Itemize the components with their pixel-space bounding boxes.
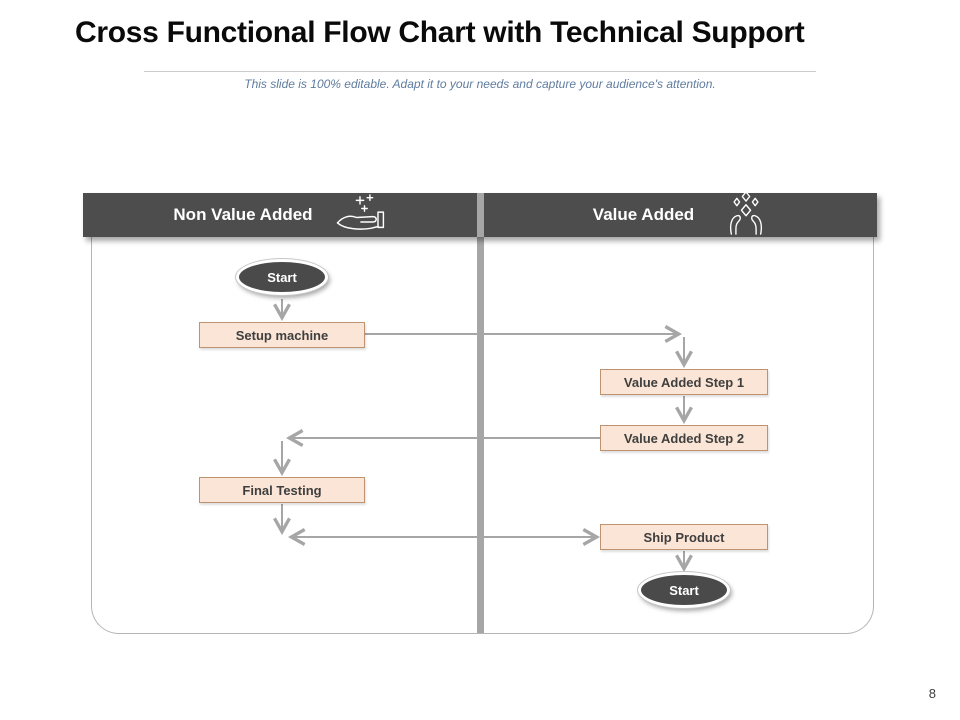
swimlane-divider (477, 237, 484, 633)
lane-non-value-added-label: Non Value Added (173, 205, 313, 224)
node-value-added-step-2: Value Added Step 2 (600, 425, 768, 451)
node-start-bottom: Start (638, 572, 730, 608)
title-divider (144, 71, 816, 72)
node-value-added-step-1: Value Added Step 1 (600, 369, 768, 395)
hand-sparkles-icon (333, 193, 387, 238)
node-final-testing: Final Testing (199, 477, 365, 503)
lane-non-value-added: Non Value Added (83, 193, 477, 237)
node-setup-machine: Setup machine (199, 322, 365, 348)
editable-note: This slide is 100% editable. Adapt it to… (244, 77, 716, 91)
page-title: Cross Functional Flow Chart with Technic… (75, 16, 805, 49)
lane-value-added-label: Value Added (592, 205, 695, 224)
hands-diamonds-icon (724, 190, 768, 241)
page-number: 8 (928, 686, 936, 701)
swimlane-header-bar: Non Value Added Value Added (83, 190, 877, 237)
lane-value-added: Value Added (484, 190, 877, 237)
node-start-top: Start (236, 259, 328, 295)
lane-header-divider (477, 193, 484, 237)
node-ship-product: Ship Product (600, 524, 768, 550)
